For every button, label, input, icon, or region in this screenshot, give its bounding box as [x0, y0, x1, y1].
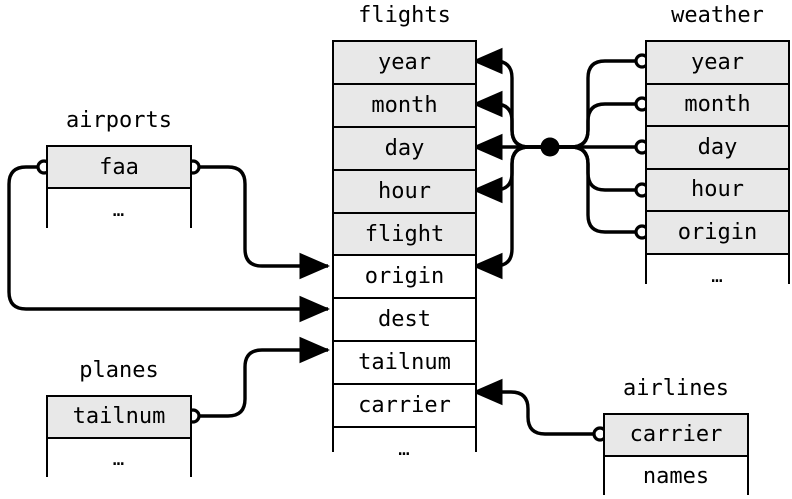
row-flights-more: …	[334, 428, 475, 471]
row-airlines-carrier[interactable]: carrier	[605, 415, 747, 457]
row-weather-more: …	[647, 254, 788, 297]
row-flights-year[interactable]: year	[334, 42, 475, 85]
row-flights-origin[interactable]: origin	[334, 256, 475, 300]
link-weather-month-to-flights-month	[550, 102, 640, 149]
link-junction-to-flights-year	[471, 47, 550, 149]
row-weather-hour[interactable]: hour	[647, 169, 788, 212]
relationship-junction-dot	[540, 137, 560, 157]
link-junction-to-flights-hour	[471, 145, 550, 204]
table-flights: year month day hour flight origin dest t…	[332, 40, 477, 471]
row-airports-faa[interactable]: faa	[48, 147, 190, 189]
row-flights-carrier[interactable]: carrier	[334, 385, 475, 429]
link-airports-faa-to-flights-origin	[199, 165, 331, 280]
link-weather-origin-to-flights-origin	[550, 145, 640, 234]
row-flights-tailnum[interactable]: tailnum	[334, 342, 475, 386]
row-airlines-names[interactable]: names	[605, 456, 747, 497]
table-planes: tailnum …	[46, 395, 192, 479]
table-title-airlines: airlines	[623, 376, 729, 401]
row-planes-more: …	[48, 438, 190, 479]
row-flights-month[interactable]: month	[334, 84, 475, 128]
row-weather-year[interactable]: year	[647, 42, 788, 85]
link-weather-year-to-flights-year	[550, 59, 640, 149]
row-flights-hour[interactable]: hour	[334, 170, 475, 214]
table-title-weather: weather	[671, 3, 764, 28]
row-airports-more: …	[48, 189, 190, 230]
table-weather: year month day hour origin …	[645, 40, 790, 297]
row-flights-dest[interactable]: dest	[334, 299, 475, 343]
link-junction-to-flights-origin	[471, 145, 550, 280]
table-airlines: carrier names	[603, 413, 749, 497]
row-weather-day[interactable]: day	[647, 127, 788, 170]
link-airlines-carrier-to-flights-carrier	[471, 378, 594, 436]
row-planes-tailnum[interactable]: tailnum	[48, 397, 190, 439]
table-title-planes: planes	[79, 358, 159, 383]
row-flights-flight[interactable]: flight	[334, 213, 475, 257]
row-flights-day[interactable]: day	[334, 127, 475, 171]
link-weather-hour-to-flights-hour	[550, 145, 640, 192]
row-weather-month[interactable]: month	[647, 84, 788, 127]
row-weather-origin[interactable]: origin	[647, 212, 788, 255]
table-title-flights: flights	[358, 3, 451, 28]
link-planes-tailnum-to-flights-tailnum	[199, 336, 331, 418]
table-airports: faa …	[46, 145, 192, 230]
table-title-airports: airports	[66, 108, 172, 133]
link-junction-to-flights-month	[471, 90, 550, 149]
